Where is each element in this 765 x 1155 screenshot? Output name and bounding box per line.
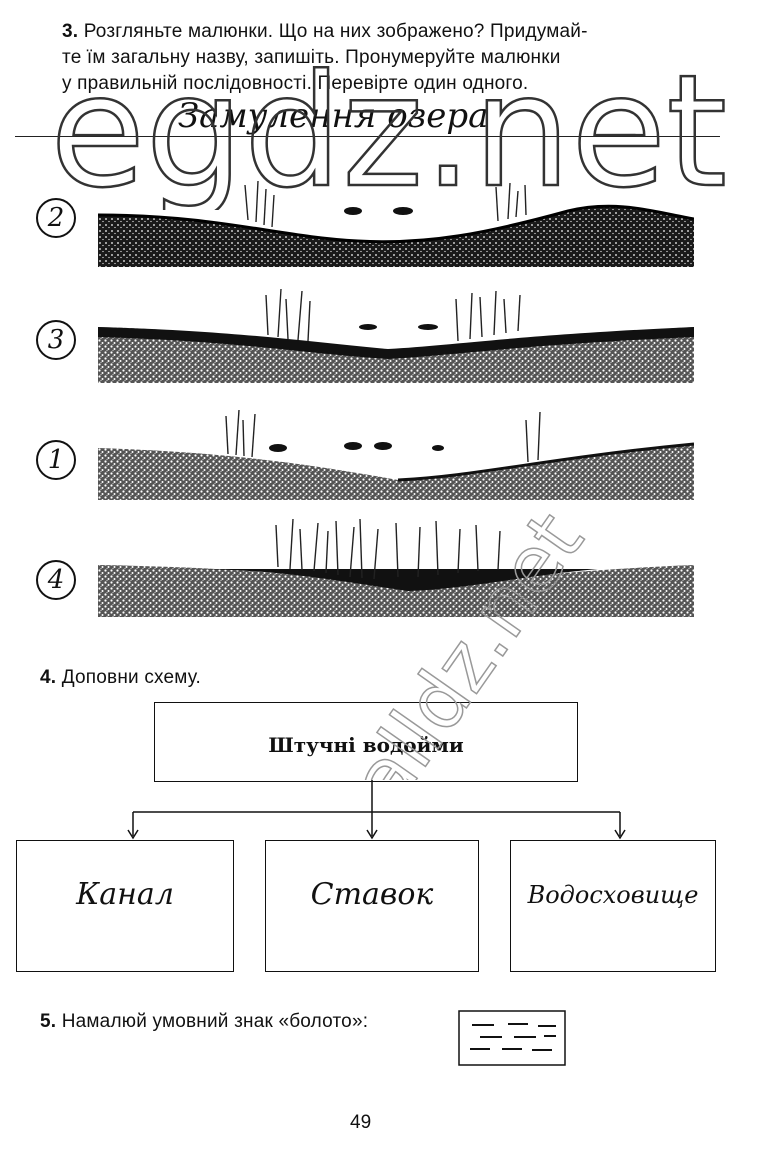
scheme-child-label-1: Канал [76,877,174,912]
task4-number: 4. [40,667,57,688]
page-number: 49 [350,1112,372,1133]
picture-order-label-4: 4 [36,560,76,600]
swamp-symbol [458,1010,566,1066]
scheme-root-label: Штучні водойми [268,733,464,757]
task3-answer-handwriting: Замулення озера [178,96,489,136]
scheme-child-label-3: Водосховище [527,881,699,909]
picture-order-label-3: 1 [36,440,76,480]
task4-text: Доповни схему. [61,667,202,688]
picture-order-label-1: 2 [36,198,76,238]
task3-text-line2: те їм загальну назву, запишіть. Пронумер… [62,47,561,68]
task3-text-line3: у правильній послідовності. Перевірте од… [62,73,529,94]
scheme-child-box-3: Водосховище [510,840,716,972]
scheme-child-label-2: Ставок [310,877,434,912]
task3-number: 3. [62,21,79,42]
scheme-root-box: Штучні водойми [154,702,578,782]
task5-number: 5. [40,1011,57,1032]
task3-line1: 3. Розгляньте малюнки. Що на них зображе… [62,20,722,44]
scheme-child-box-2: Ставок [265,840,479,972]
task5-heading: 5. Намалюй умовний знак «болото»: [40,1010,368,1034]
task4-heading: 4. Доповни схему. [40,666,201,690]
lake-picture-1 [98,180,694,267]
answer-line [15,136,720,137]
task5-text: Намалюй умовний знак «болото»: [61,1011,369,1032]
task3-text-line1: Розгляньте малюнки. Що на них зображено?… [83,21,588,42]
scheme-child-box-1: Канал [16,840,234,972]
lake-picture-4 [98,518,694,617]
lake-picture-2 [98,288,694,383]
lake-picture-3 [98,409,694,500]
picture-order-label-2: 3 [36,320,76,360]
scheme-connectors [127,780,626,840]
